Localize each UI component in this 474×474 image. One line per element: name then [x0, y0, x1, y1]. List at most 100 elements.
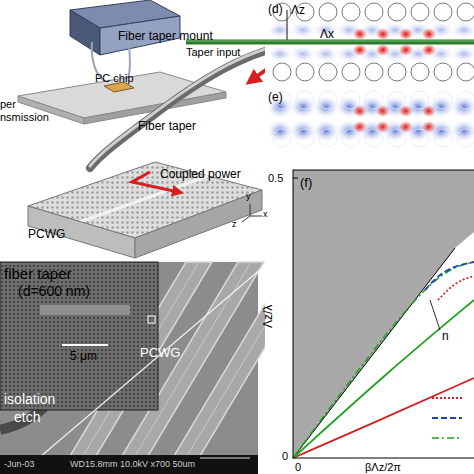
air-hole [411, 129, 429, 147]
tick [293, 178, 298, 179]
air-hole [457, 3, 474, 21]
dimension-label: (d=600 nm) [18, 284, 90, 299]
axis-z [242, 216, 250, 222]
pcwg-front [28, 206, 135, 258]
sem-inset [0, 262, 158, 410]
field-lobe [450, 95, 474, 119]
air-hole [273, 129, 291, 147]
waveguide-line [80, 176, 208, 222]
air-hole [457, 63, 474, 81]
mount-front [70, 10, 100, 55]
air-hole [411, 3, 429, 21]
part-name: Coupled power [160, 168, 241, 181]
air-hole [434, 63, 452, 81]
sem-info: WD15.8mm 10.0kV x700 50um [70, 460, 195, 470]
dim-line [287, 10, 288, 42]
dimension-label: Λx [320, 28, 334, 41]
light-cone [293, 170, 474, 458]
part-name: Fiber taper [138, 120, 196, 133]
part-name: per [0, 98, 16, 110]
air-hole [319, 3, 337, 21]
part-name: nsmission [0, 111, 49, 123]
band-curve [425, 262, 474, 290]
band-curve [293, 262, 474, 458]
axis-label: x [263, 210, 268, 220]
plot-frame [293, 170, 474, 458]
air-hole [296, 129, 314, 147]
axis-x [250, 216, 262, 217]
axis-title: βΛz/2π [365, 461, 401, 473]
tick-label: 0 [282, 450, 288, 462]
part-name: fiber taper [4, 266, 72, 283]
dimension-label: Λz [291, 4, 305, 17]
sem-footer [0, 455, 258, 474]
part-name: PCWG [140, 346, 180, 360]
part-name: etch [14, 410, 40, 425]
air-hole [342, 63, 360, 81]
footer-scale [200, 458, 250, 459]
panel-label: (d) [268, 3, 283, 16]
legend-line [432, 437, 462, 439]
tick-label: 0 [295, 461, 301, 473]
panel-label: (f) [300, 176, 312, 190]
air-hole [296, 63, 314, 81]
air-hole [319, 63, 337, 81]
air-hole [411, 63, 429, 81]
leader-line [430, 300, 440, 330]
air-hole [342, 3, 360, 21]
part-name: isolation [4, 392, 55, 407]
air-hole [388, 63, 406, 81]
inset-waveguide [40, 305, 130, 315]
light-line [293, 248, 455, 458]
scale-label: 5 μm [70, 350, 97, 363]
legend-line [432, 397, 462, 399]
band-curve [293, 378, 474, 458]
air-hole [388, 91, 406, 109]
air-hole [365, 91, 383, 109]
plot-bg [265, 152, 474, 474]
part-name: PCWG [28, 228, 65, 241]
pcwg-side [135, 190, 262, 258]
curve-label: n [442, 330, 449, 343]
air-hole [434, 129, 452, 147]
sem-info: -Jun-03 [4, 460, 35, 470]
axis-title: Λz/λ [262, 305, 275, 328]
air-hole [296, 91, 314, 109]
air-hole [342, 129, 360, 147]
air-hole [342, 91, 360, 109]
air-hole [457, 91, 474, 109]
band-curve [293, 300, 474, 458]
air-hole [319, 129, 337, 147]
part-name: Fiber taper mount [118, 30, 213, 43]
field-lobe [450, 45, 474, 63]
part-name: PC chip [95, 72, 134, 84]
air-hole [319, 91, 337, 109]
air-hole [388, 3, 406, 21]
panel-label: (e) [268, 91, 283, 104]
air-hole [388, 129, 406, 147]
air-hole [365, 63, 383, 81]
air-hole [273, 63, 291, 81]
field-plot [265, 88, 474, 150]
band-curve [438, 276, 474, 300]
dispersion-plot [265, 152, 474, 474]
axis-label: z [232, 220, 237, 230]
air-hole [434, 3, 452, 21]
field-bg [265, 88, 474, 150]
setup-schematic [18, 0, 300, 258]
air-hole [365, 129, 383, 147]
axis-y [250, 204, 251, 216]
field-lobe [450, 21, 474, 39]
zoom-marker [148, 316, 155, 323]
air-hole [457, 129, 474, 147]
air-hole [434, 91, 452, 109]
field-lobe [450, 119, 474, 143]
legend-line [432, 417, 462, 419]
air-hole [365, 3, 383, 21]
axis-label: y [246, 192, 251, 202]
air-hole [411, 91, 429, 109]
part-name: Taper input [186, 46, 240, 58]
